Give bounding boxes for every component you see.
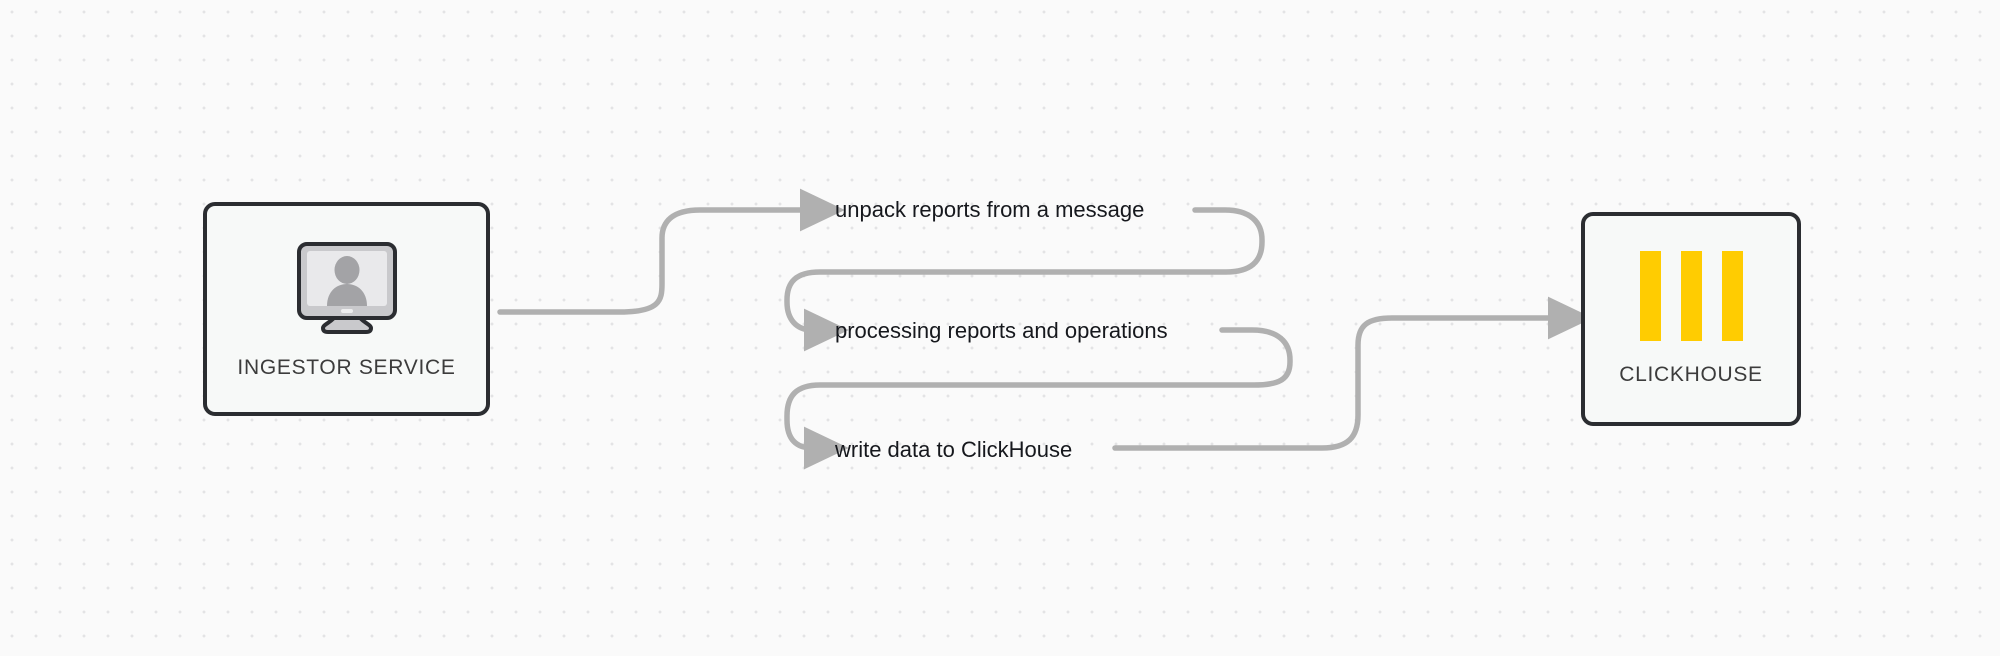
node-label-ingestor-service: INGESTOR SERVICE: [237, 356, 456, 379]
edge-path-unpack: [497, 188, 845, 315]
user-monitor-icon: [296, 242, 397, 334]
clickhouse-bars-icon: [1639, 251, 1743, 341]
node-ingestor-service[interactable]: INGESTOR SERVICE: [203, 202, 490, 416]
edge-label-write: write data to ClickHouse: [835, 437, 1073, 462]
edge-label-processing: processing reports and operations: [835, 318, 1168, 343]
edge-path-to-clickhouse: [1112, 296, 1593, 451]
clickhouse-bar-2: [1680, 251, 1702, 341]
edge-path-write: [784, 327, 1293, 470]
node-clickhouse[interactable]: CLICKHOUSE: [1581, 212, 1801, 426]
edge-label-unpack: unpack reports from a message: [835, 197, 1145, 222]
edge-path-processing: [784, 207, 1265, 352]
clickhouse-bar-3: [1721, 251, 1743, 341]
node-label-clickhouse: CLICKHOUSE: [1619, 363, 1763, 386]
clickhouse-bar-1: [1639, 251, 1661, 341]
